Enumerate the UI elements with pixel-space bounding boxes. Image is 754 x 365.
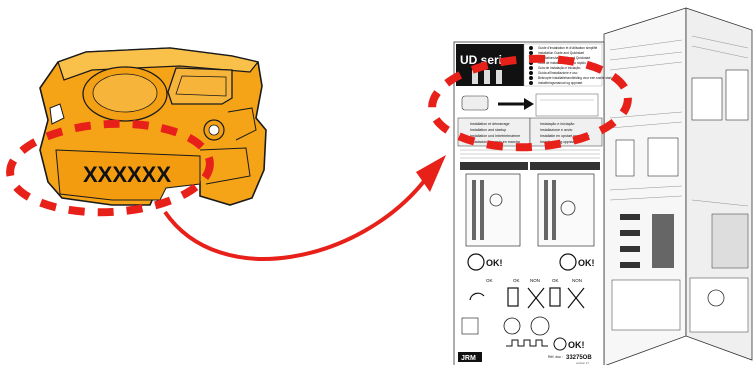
guide-brand-logo: JRM <box>461 355 476 362</box>
guide-illustration: UD series Guide d'installation et d'util… <box>453 7 753 365</box>
guide-non-label-1: NON <box>530 278 540 283</box>
device-illustration: XXXXXX <box>39 47 267 206</box>
device-window <box>167 67 233 105</box>
guide-language-6: Guida all'installazione e uso <box>538 71 578 75</box>
pointer-arrow-curve <box>163 178 427 261</box>
guide-section-heading-3: Installation und Inbetriebnahme <box>470 134 520 138</box>
guide-language-2: Installation Guide and Quickstart <box>538 51 584 55</box>
guide-language-8: Installeringsmanual og oppstart <box>538 81 582 85</box>
device-highlight-ellipse <box>6 119 214 217</box>
guide-ref-number: 33275OB <box>566 355 592 361</box>
guide-ok-label-3: OK! <box>568 340 585 350</box>
guide-section-heading-5: Instalação e iniciação <box>540 122 574 126</box>
guide-ok-small-1: OK <box>486 278 493 283</box>
device-top-face <box>57 47 260 81</box>
device-serial-text: XXXXXX <box>83 162 171 187</box>
guide-section-heading-7: Installatie en opstart procedure <box>540 134 589 138</box>
guide-highlight-ellipse <box>428 54 632 152</box>
device-label-area <box>55 149 201 201</box>
guide-non-label-2: NON <box>572 278 582 283</box>
guide-section-heading-1: Installation et démarrage <box>470 122 510 126</box>
guide-language-1: Guide d'installation et d'utilisation si… <box>538 46 598 50</box>
pointer-arrow-head <box>416 155 446 192</box>
guide-language-7: Beknopte installatiehandleiding voor een… <box>538 76 612 80</box>
guide-ok-label-1: OK! <box>486 258 503 268</box>
guide-section-heading-6: Installazione e avvio <box>540 128 572 132</box>
guide-version: version 17 <box>576 361 589 365</box>
guide-ok-small-3: OK <box>552 278 559 283</box>
guide-ok-label-2: OK! <box>578 258 595 268</box>
guide-language-5: Guia de instalação e iniciação <box>538 66 581 70</box>
guide-ref-label: Réf. doc : <box>548 355 563 359</box>
guide-section-heading-2: Installation and startup <box>470 128 506 132</box>
guide-ok-small-2: OK <box>513 278 520 283</box>
